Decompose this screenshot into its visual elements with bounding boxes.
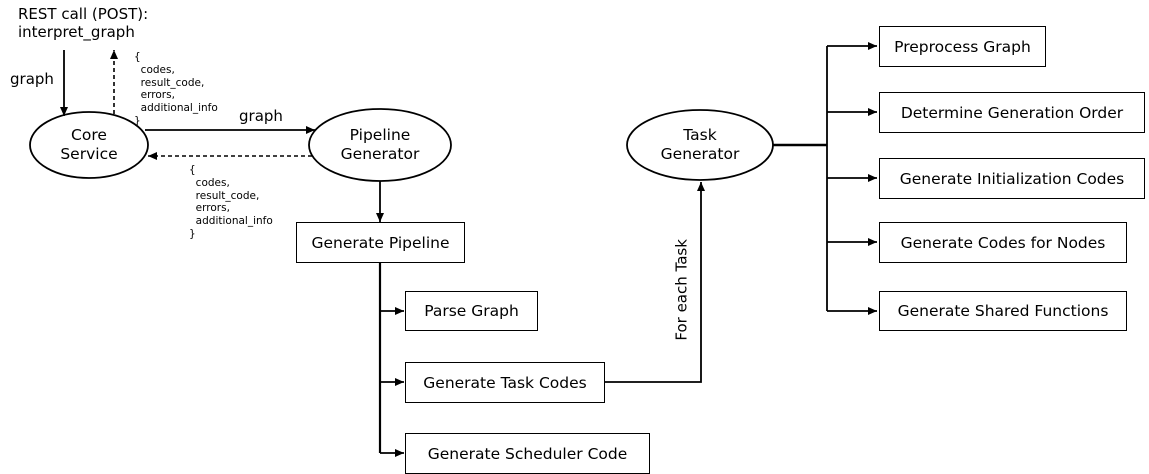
core-service-node[interactable]: Core Service — [60, 126, 118, 163]
for-each-task-label: For each Task — [672, 239, 691, 341]
core-response-block: { codes, result_code, errors, additional… — [134, 51, 218, 127]
rest-call-label: REST call (POST): — [18, 5, 149, 23]
generate-initialization-codes-box[interactable]: Generate Initialization Codes — [879, 158, 1145, 199]
interpret-graph-label: interpret_graph — [18, 23, 135, 41]
generate-shared-functions-box[interactable]: Generate Shared Functions — [879, 291, 1127, 331]
generate-codes-for-nodes-box[interactable]: Generate Codes for Nodes — [879, 222, 1127, 263]
pipeline-generator-node[interactable]: Pipeline Generator — [340, 126, 420, 163]
determine-generation-order-box[interactable]: Determine Generation Order — [879, 92, 1145, 133]
generate-task-codes-box[interactable]: Generate Task Codes — [405, 362, 605, 403]
task-generator-node[interactable]: Task Generator — [660, 126, 740, 163]
preprocess-graph-box[interactable]: Preprocess Graph — [879, 26, 1046, 67]
generate-pipeline-box[interactable]: Generate Pipeline — [296, 222, 465, 263]
arrow-task-codes-to-task-generator — [605, 182, 705, 383]
parse-graph-box[interactable]: Parse Graph — [405, 291, 538, 331]
core-service-ellipse — [29, 111, 149, 179]
graph-edge-label: graph — [239, 107, 283, 125]
graph-input-label: graph — [10, 70, 54, 88]
generate-scheduler-code-box[interactable]: Generate Scheduler Code — [405, 433, 650, 474]
pipeline-response-block: { codes, result_code, errors, additional… — [189, 164, 273, 240]
